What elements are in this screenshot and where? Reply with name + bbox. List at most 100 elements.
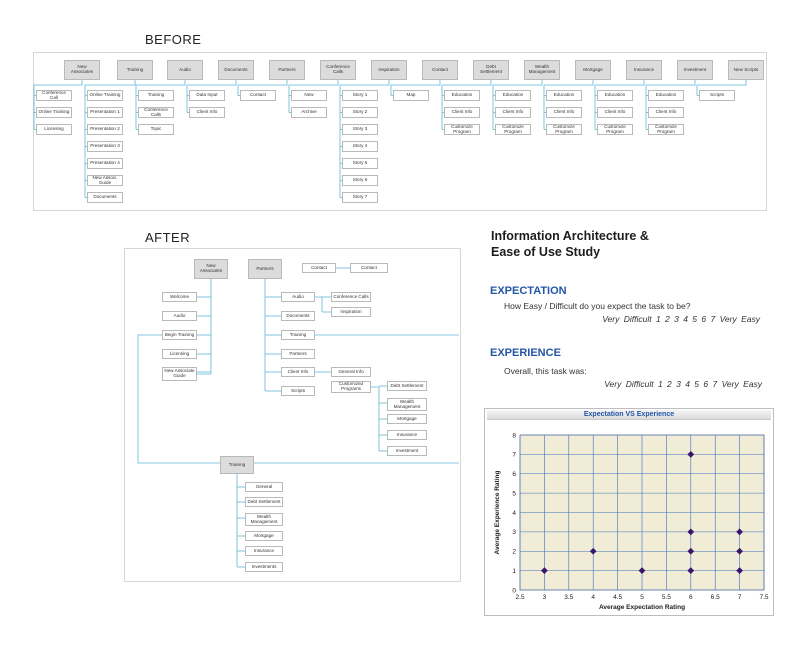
before-child-node: Presentation 2 <box>87 124 123 135</box>
scatter-point <box>589 547 597 555</box>
before-child-node: Client Info <box>495 107 531 118</box>
before-child-node: Presentation 4 <box>87 158 123 169</box>
experience-question: Overall, this task was: <box>504 366 587 376</box>
after-program-child: Wealth Management <box>387 398 427 411</box>
before-header-node: Inspiration <box>371 60 407 80</box>
scatter-point <box>687 450 695 458</box>
after-connector <box>371 386 380 451</box>
x-tick-label: 7 <box>738 594 742 601</box>
before-child-node: New Associ. Guide <box>87 175 123 186</box>
before-header-node: Mortgage <box>575 60 611 80</box>
after-training-child: Debt Settlement <box>245 497 283 507</box>
scatter-point <box>736 528 744 536</box>
before-child-node: Online Training <box>36 107 72 118</box>
before-connector <box>441 80 492 130</box>
before-connector <box>543 80 594 130</box>
after-new-associates-child: Begin Training <box>162 330 197 340</box>
after-connector <box>315 296 323 312</box>
before-child-node: Education <box>444 90 480 101</box>
y-tick-label: 3 <box>512 529 516 536</box>
x-tick-label: 4.5 <box>613 594 622 601</box>
before-connector <box>390 80 441 96</box>
scatter-point <box>687 528 695 536</box>
after-client-info-child: Customized Programs <box>331 381 371 393</box>
before-header-node: Conference Calls <box>320 60 356 80</box>
x-tick-label: 6.5 <box>711 594 720 601</box>
before-child-node: Documents <box>87 192 123 203</box>
before-connector <box>594 80 645 130</box>
x-tick-label: 7.5 <box>759 594 768 601</box>
before-header-node: Partners <box>269 60 305 80</box>
before-child-node: Story 5 <box>342 158 378 169</box>
x-tick-label: 4 <box>591 594 595 601</box>
before-child-node: Customize Program <box>597 124 633 135</box>
experience-scale: Very Difficult 1 2 3 4 5 6 7 Very Easy <box>604 379 762 389</box>
after-new-associates-child: Audio <box>162 311 197 321</box>
before-connector <box>339 80 390 198</box>
before-header-node: Audio <box>167 60 203 80</box>
scatter-point <box>638 567 646 575</box>
after-training-child: Investments <box>245 562 283 572</box>
expectation-question: How Easy / Difficult do you expect the t… <box>504 301 691 311</box>
after-training-child: Insurance <box>245 546 283 556</box>
before-child-node: Online Training <box>87 90 123 101</box>
before-child-node: Map <box>393 90 429 101</box>
before-child-node: Client Info <box>597 107 633 118</box>
before-child-node: Presentation 3 <box>87 141 123 152</box>
y-tick-label: 7 <box>512 452 516 459</box>
y-tick-label: 4 <box>512 510 516 517</box>
before-child-node: Story 2 <box>342 107 378 118</box>
before-child-node: Contact <box>240 90 276 101</box>
before-child-node: Education <box>546 90 582 101</box>
before-child-node: Scripts <box>699 90 735 101</box>
before-child-node: Client Info <box>189 107 225 118</box>
after-audio-child: Conference Calls <box>331 292 371 302</box>
expectation-heading: EXPECTATION <box>490 285 567 297</box>
y-tick-label: 5 <box>512 490 516 497</box>
scatter-point <box>687 567 695 575</box>
after-partners-child: Client Info <box>281 367 315 377</box>
after-client-info-child: General Info <box>331 367 371 377</box>
after-new-associates-child: New Associate Guide <box>162 367 197 381</box>
before-connector <box>84 80 136 198</box>
y-tick-label: 6 <box>512 471 516 478</box>
chart-title-bar <box>487 410 771 420</box>
before-connector <box>135 80 186 130</box>
before-child-node: New <box>291 90 327 101</box>
before-header-node: Investment <box>677 60 713 80</box>
before-child-node: Education <box>648 90 684 101</box>
before-connector <box>288 80 339 113</box>
y-tick-label: 2 <box>512 549 516 556</box>
after-new-associates-child: Welcome <box>162 292 197 302</box>
x-tick-label: 2.5 <box>515 594 524 601</box>
before-child-node: Topic <box>138 124 174 135</box>
after-partners-child: Scripts <box>281 386 315 396</box>
expectation-scale: Very Difficult 1 2 3 4 5 6 7 Very Easy <box>602 314 760 324</box>
after-training-node: Training <box>220 456 254 474</box>
before-label: BEFORE <box>145 32 202 47</box>
study-title-line2: Ease of Use Study <box>491 245 601 259</box>
before-child-node: Story 7 <box>342 192 378 203</box>
before-connector <box>237 80 288 96</box>
after-new-associates-child: Licensing <box>162 349 197 359</box>
before-child-node: Archive <box>291 107 327 118</box>
before-connector <box>492 80 543 130</box>
scatter-point <box>540 567 548 575</box>
after-partners-child: Audio <box>281 292 315 302</box>
after-training-child: Wealth Management <box>245 513 283 526</box>
scatter-point <box>736 547 744 555</box>
before-header-node: Contact <box>422 60 458 80</box>
before-child-node: Licensing <box>36 124 72 135</box>
before-child-node: Client Info <box>444 107 480 118</box>
after-partners-node: Partners <box>248 259 282 279</box>
before-child-node: Customize Program <box>495 124 531 135</box>
before-child-node: Client Info <box>546 107 582 118</box>
x-tick-label: 3.5 <box>564 594 573 601</box>
after-program-child: Insurance <box>387 430 427 440</box>
before-connector <box>33 80 83 130</box>
study-title-line1: Information Architecture & <box>491 229 649 243</box>
before-child-node: Story 4 <box>342 141 378 152</box>
